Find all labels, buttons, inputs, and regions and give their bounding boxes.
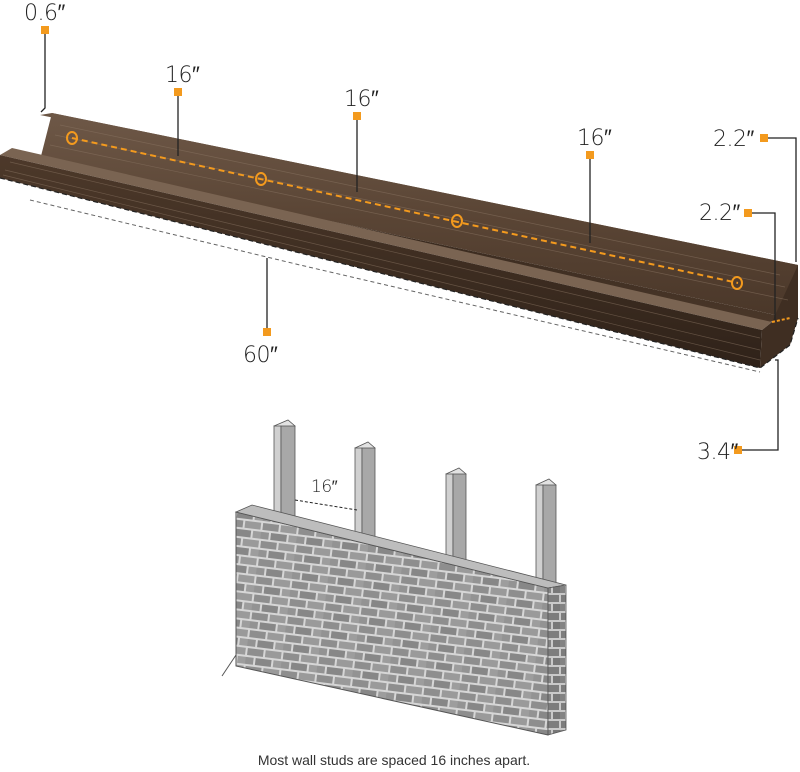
ground-line bbox=[221, 654, 237, 677]
depth-label: 3.4″ bbox=[697, 440, 738, 465]
stud-1 bbox=[273, 419, 296, 527]
stud-spacing-dimension: 16″ bbox=[294, 477, 358, 511]
shelf-front-face bbox=[0, 155, 762, 368]
shelf-groove bbox=[10, 150, 790, 322]
mounting-hole-2 bbox=[255, 172, 267, 186]
lip-depth-marker bbox=[771, 317, 791, 323]
shelf-back-face bbox=[40, 113, 798, 318]
wall-studs bbox=[273, 419, 557, 586]
shelf-lip-top bbox=[0, 148, 772, 330]
shelf-outline-dashed-bottom bbox=[29, 199, 761, 373]
caption: Most wall studs are spaced 16 inches apa… bbox=[258, 752, 530, 768]
spacing-left-label: 16″ bbox=[165, 63, 200, 88]
dimension-markers bbox=[41, 26, 768, 454]
length-label: 60″ bbox=[243, 343, 278, 368]
brick-wall-side bbox=[547, 584, 567, 736]
floating-shelf bbox=[0, 113, 799, 373]
shelf-outline-dashed bbox=[0, 177, 799, 369]
dimension-labels: 0.6″ 16″ 16″ 16″ 60″ 2.2″ 2.2″ 3.4″ bbox=[24, 1, 755, 465]
back-height-label: 2.2″ bbox=[713, 127, 754, 152]
wall-illustration: 16″ bbox=[221, 419, 567, 736]
shelf-right-end bbox=[760, 265, 798, 368]
spacing-right-label: 16″ bbox=[577, 126, 612, 151]
dimension-callouts bbox=[40, 30, 797, 451]
lip-depth-label: 2.2″ bbox=[699, 201, 740, 226]
spacing-middle-label: 16″ bbox=[344, 87, 379, 112]
lip-height-label: 0.6″ bbox=[24, 1, 65, 26]
mounting-line bbox=[71, 137, 739, 284]
wood-grain bbox=[2, 124, 789, 361]
mounting-hole-3 bbox=[451, 214, 463, 228]
stud-spacing-label: 16″ bbox=[311, 477, 338, 497]
mounting-hole-1 bbox=[66, 131, 78, 145]
stud-3 bbox=[445, 467, 467, 575]
mounting-hole-4 bbox=[731, 276, 743, 290]
stud-4 bbox=[535, 478, 557, 586]
